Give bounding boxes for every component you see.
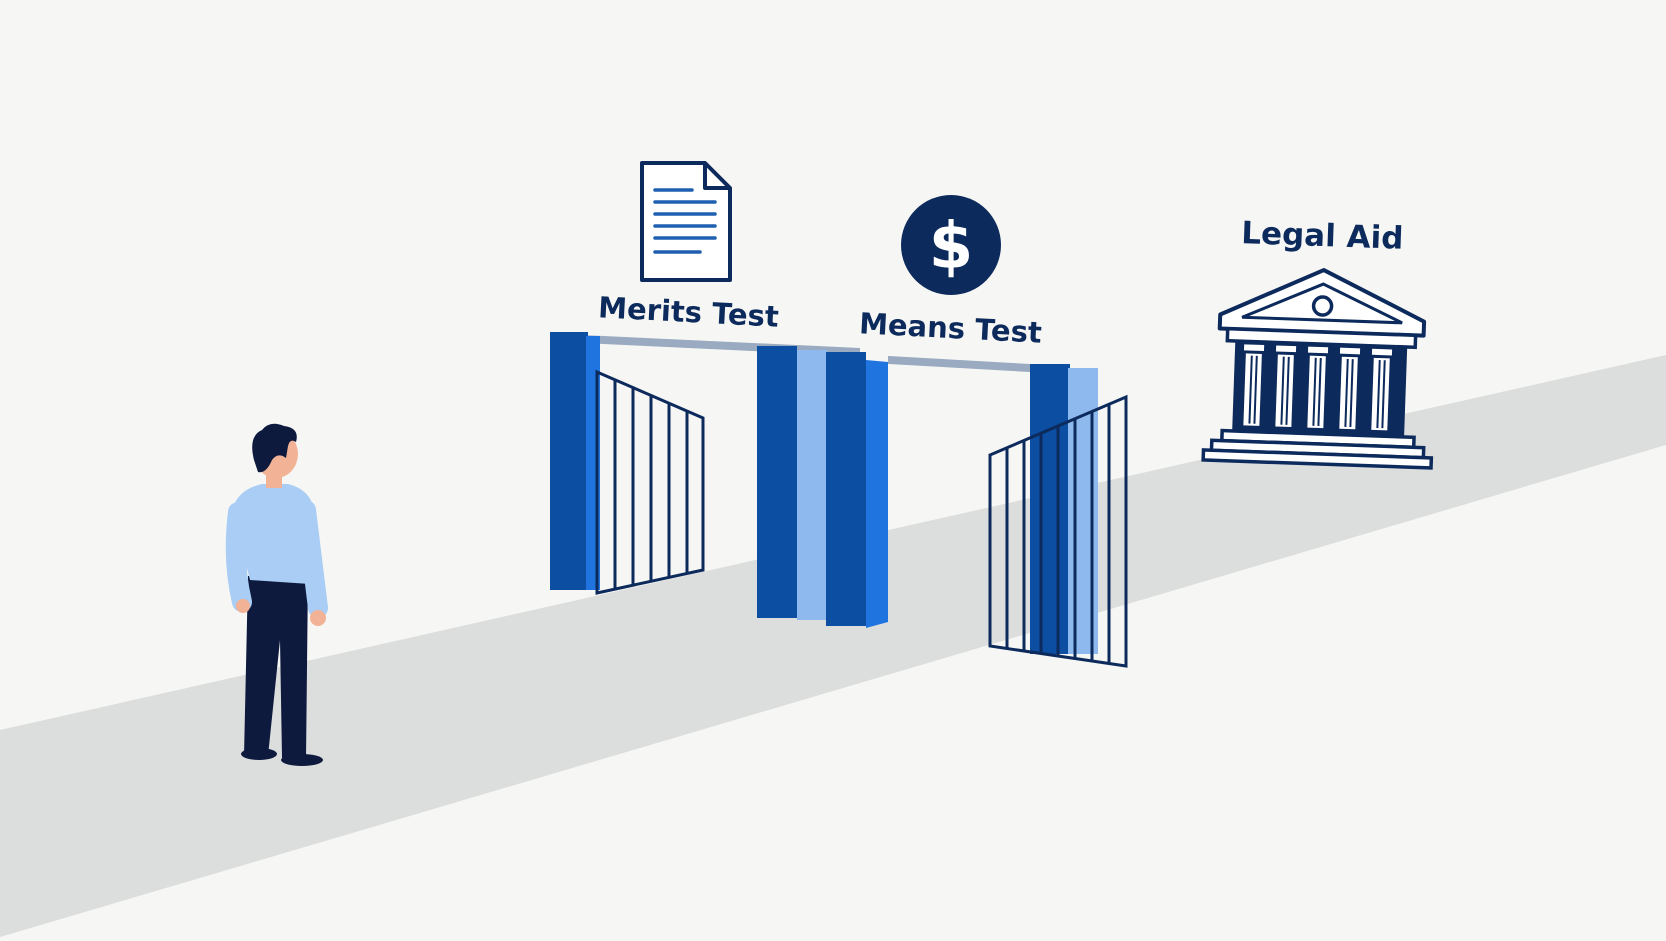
person-figure bbox=[225, 423, 328, 766]
gate-beam bbox=[888, 356, 1030, 372]
merits-test-gate bbox=[550, 332, 888, 628]
dollar-symbol: $ bbox=[929, 210, 974, 284]
gate-post-right bbox=[1030, 364, 1070, 654]
gate-bars-left bbox=[595, 369, 705, 595]
right-hand bbox=[310, 610, 326, 626]
gate-post-middle-side bbox=[866, 360, 888, 628]
gate-post-left bbox=[550, 332, 588, 590]
trousers bbox=[244, 576, 308, 758]
gate-post-middle-light bbox=[797, 350, 827, 620]
left-shoe bbox=[241, 748, 277, 760]
courthouse-icon bbox=[1201, 268, 1434, 470]
path-to-legal-aid bbox=[0, 355, 1666, 937]
legal-aid-label: Legal Aid bbox=[1241, 215, 1404, 257]
merits-test-label: Merits Test bbox=[597, 290, 779, 333]
left-hand bbox=[236, 599, 250, 613]
gate-post-middle bbox=[757, 346, 797, 618]
shirt bbox=[232, 484, 314, 584]
means-test-gate bbox=[888, 356, 1128, 668]
document-icon bbox=[640, 161, 732, 282]
gate-post-middle-right bbox=[826, 352, 866, 626]
hair bbox=[252, 423, 297, 473]
means-test-label: Means Test bbox=[858, 306, 1042, 350]
dollar-coin-icon: $ bbox=[901, 195, 1001, 295]
gate-bars-right bbox=[988, 394, 1128, 668]
right-shoe bbox=[281, 754, 323, 766]
